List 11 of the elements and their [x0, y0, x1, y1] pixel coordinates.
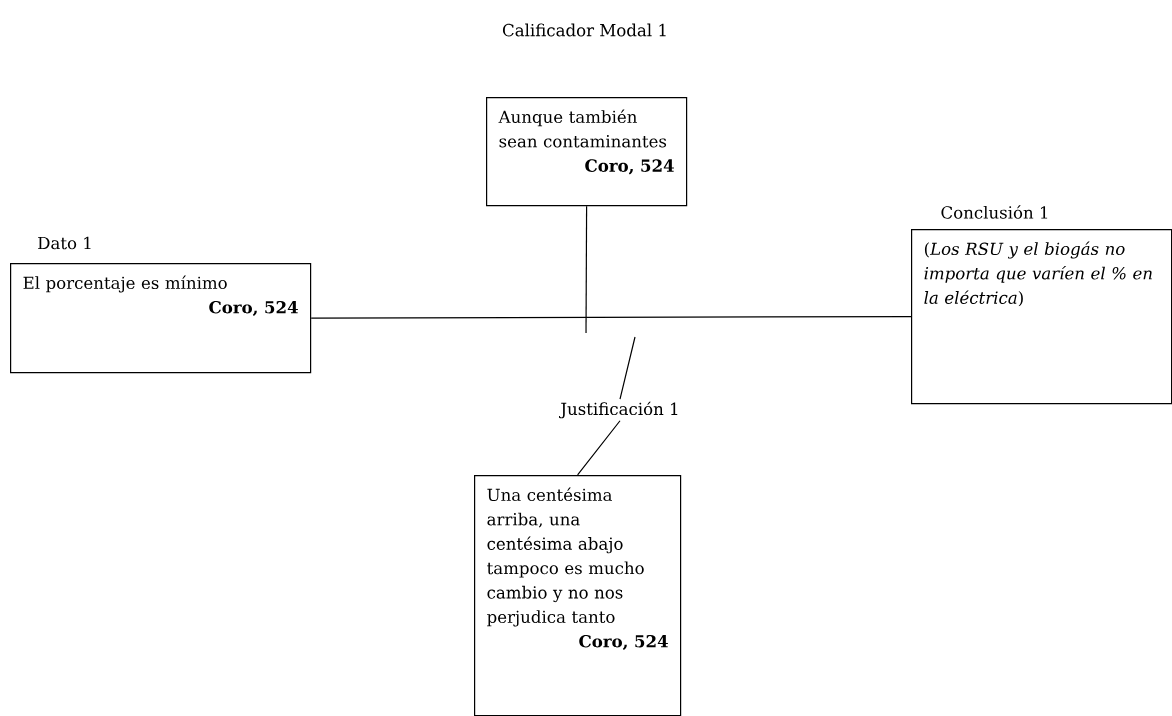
heading: Justificación 1 [559, 401, 678, 419]
text-box: El porcentaje es mínimo Coro, 524 [10, 262, 312, 374]
heading: Conclusión 1 [941, 205, 1048, 219]
text-box: Una centésima arriba, una centésima abajo tampoco es mucho cambio y no nos perjudica tanto Coro, 524 [474, 474, 682, 716]
text-box: Aunque también sean contaminantes Coro, 524 [486, 97, 688, 207]
connector-line [577, 336, 636, 476]
connector-line [310, 315, 912, 319]
heading: Calificador Modal 1 [502, 23, 666, 37]
heading: Dato 1 [38, 236, 91, 250]
text-box: (Los RSU y el biogás no importa que varíen el % en la eléctrica) [911, 229, 1172, 405]
connector-line [585, 205, 588, 334]
